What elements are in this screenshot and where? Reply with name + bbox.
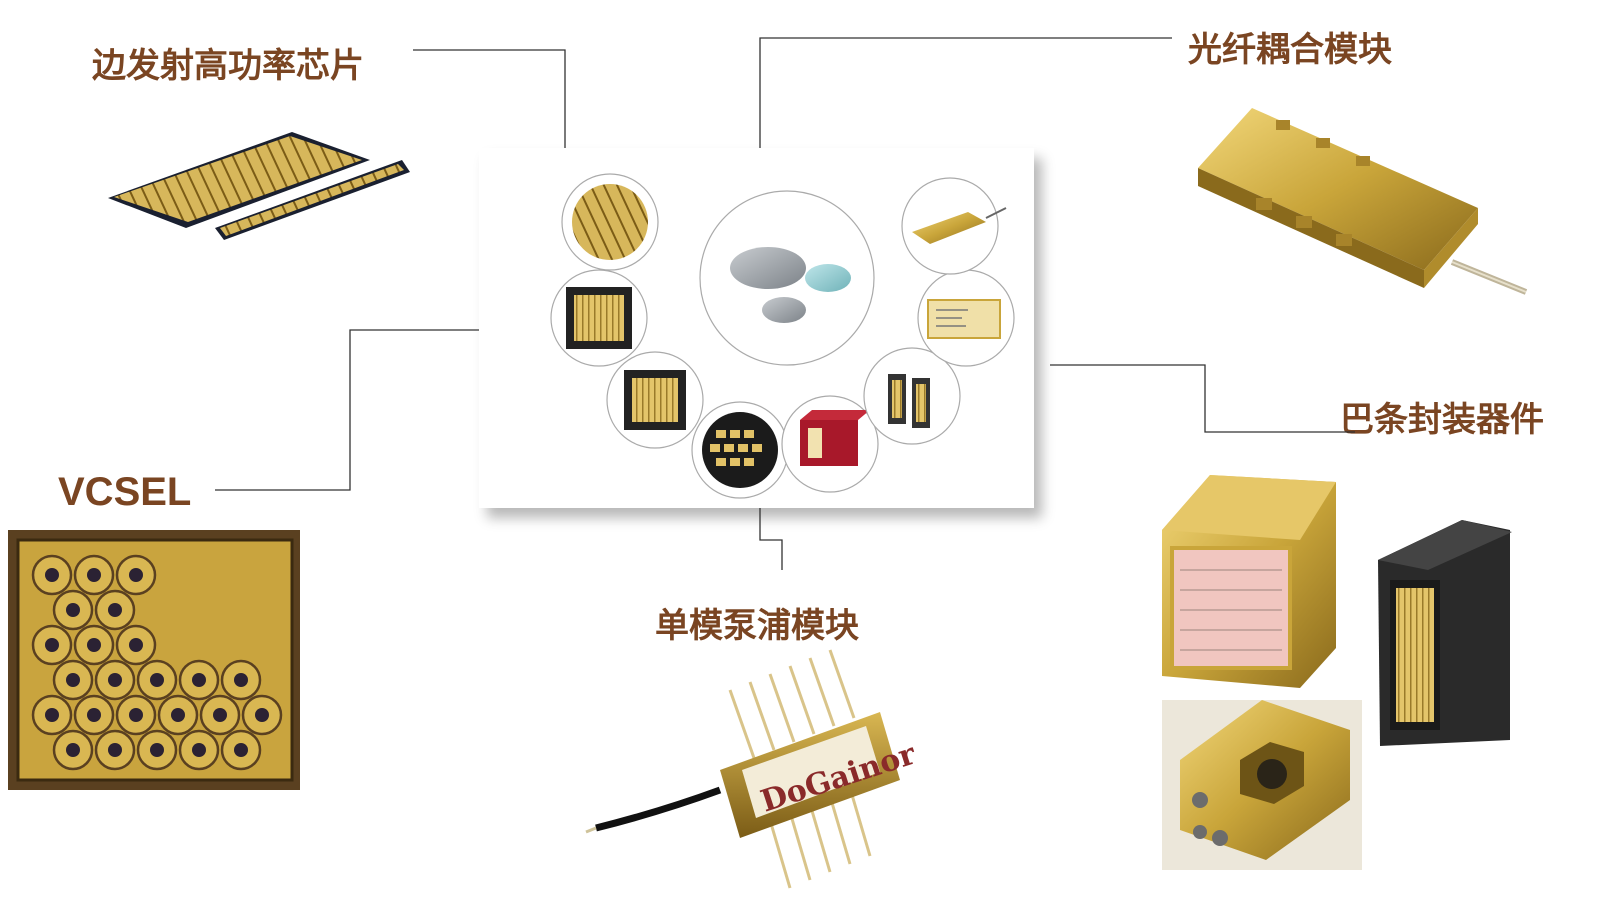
- vcsel-aperture: [171, 708, 185, 722]
- vcsel-aperture: [234, 743, 248, 757]
- vcsel-aperture: [87, 638, 101, 652]
- vcsel-aperture: [87, 568, 101, 582]
- vcsel-aperture: [45, 638, 59, 652]
- vcsel-aperture: [66, 673, 80, 687]
- vcsel-aperture: [129, 638, 143, 652]
- vcsel-aperture: [129, 708, 143, 722]
- vcsel-aperture: [129, 568, 143, 582]
- vcsel-aperture: [108, 743, 122, 757]
- label-single-mode-pump: 单模泵浦模块: [655, 606, 859, 646]
- connector-edge-chip: [413, 49, 566, 148]
- bar-package-images: [1162, 475, 1512, 870]
- vcsel-aperture: [255, 708, 269, 722]
- connector-bar-package: [1050, 364, 1355, 433]
- vcsel-aperture: [87, 708, 101, 722]
- vcsel-aperture: [108, 673, 122, 687]
- single-mode-pump-image: DoGainor: [585, 649, 921, 889]
- connector-vcsel: [215, 329, 479, 491]
- label-vcsel: VCSEL: [58, 470, 192, 514]
- panel-contents: [550, 173, 1015, 499]
- vcsel-aperture: [213, 708, 227, 722]
- edge-emitting-chip-image: [108, 132, 410, 240]
- vcsel-aperture: [66, 743, 80, 757]
- vcsel-aperture: [108, 603, 122, 617]
- fiber-coupled-module-image: [1198, 108, 1528, 295]
- vcsel-aperture: [192, 673, 206, 687]
- vcsel-aperture: [192, 743, 206, 757]
- label-edge-emitting-chip: 边发射高功率芯片: [92, 46, 364, 86]
- vcsel-aperture: [45, 568, 59, 582]
- vcsel-aperture: [66, 603, 80, 617]
- vcsel-aperture: [150, 673, 164, 687]
- vcsel-aperture: [45, 708, 59, 722]
- connector-fiber-module: [759, 37, 1172, 148]
- connector-lines: [215, 37, 1355, 570]
- vcsel-image: [8, 530, 300, 790]
- label-fiber-coupled-module: 光纤耦合模块: [1188, 30, 1392, 70]
- vcsel-aperture: [150, 743, 164, 757]
- label-bar-package: 巴条封装器件: [1340, 400, 1544, 440]
- connector-single-mode-pump: [759, 508, 783, 570]
- vcsel-aperture: [234, 673, 248, 687]
